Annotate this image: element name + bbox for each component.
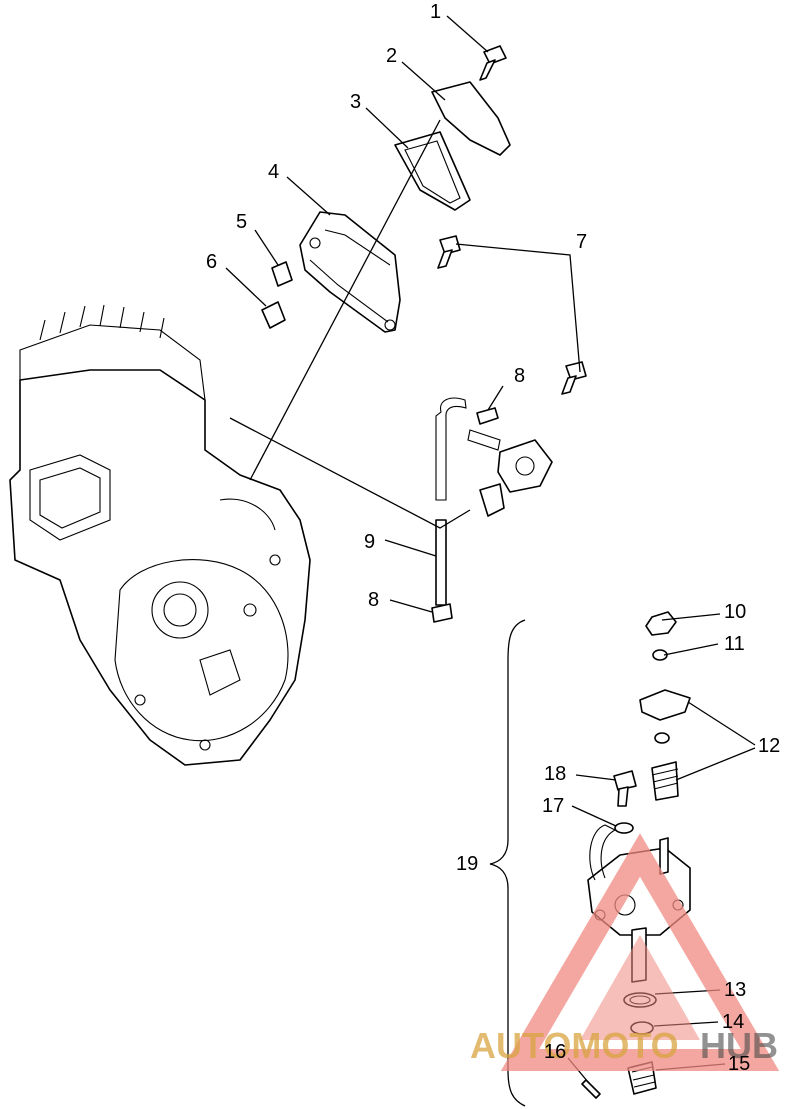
callout-12: 12: [758, 735, 780, 757]
gasket-3-illustration: [394, 131, 471, 211]
callout-9: 9: [364, 531, 375, 553]
watermark-logo: AUTOMOTO HUB: [470, 833, 780, 1071]
nut-10-illustration: [645, 611, 677, 636]
watermark-text-hub: HUB: [700, 1025, 778, 1066]
callout-14: 14: [722, 1011, 744, 1033]
callout-2: 2: [386, 45, 397, 67]
callout-13: 13: [724, 979, 746, 1001]
watermark-text-automoto: AUTOMOTO: [470, 1025, 679, 1066]
callout-17: 17: [542, 795, 564, 817]
cam-plate-12-illustration: [639, 689, 691, 801]
oil-hose-9-illustration: [431, 397, 467, 623]
bolt-1-illustration: [479, 45, 507, 81]
callout-3: 3: [350, 91, 361, 113]
bolt-7-upper-illustration: [437, 235, 461, 269]
oil-pump-middle-illustration: [467, 407, 553, 517]
callout-7: 7: [576, 231, 587, 253]
callout-4: 4: [268, 161, 279, 183]
fitting-6-illustration: [261, 301, 286, 329]
leader-lines: [225, 15, 756, 1107]
engine-block-illustration: [9, 304, 311, 766]
callout-10: 10: [724, 601, 746, 623]
callout-19: 19: [456, 853, 478, 875]
callout-6: 6: [206, 251, 217, 273]
callout-8-upper: 8: [514, 365, 525, 387]
callout-1: 1: [430, 1, 441, 23]
callout-16: 16: [544, 1041, 566, 1063]
callout-5: 5: [236, 211, 247, 233]
washer-17-illustration: [614, 822, 634, 834]
pin-16-illustration: [581, 1079, 601, 1099]
callout-8-lower: 8: [368, 589, 379, 611]
callout-15: 15: [728, 1053, 750, 1075]
callout-18: 18: [544, 763, 566, 785]
bolt-7-lower-illustration: [561, 361, 587, 395]
callout-11: 11: [724, 633, 745, 655]
bolt-18-illustration: [613, 770, 637, 807]
oil-tank-housing-4-illustration: [299, 211, 401, 333]
fitting-5-illustration: [271, 261, 293, 287]
callout-labels: 1 2 3 4 5 6 7 8 8 9 10 11 12 13 14 15 16…: [206, 1, 780, 1075]
cover-plate-2-illustration: [431, 81, 511, 156]
